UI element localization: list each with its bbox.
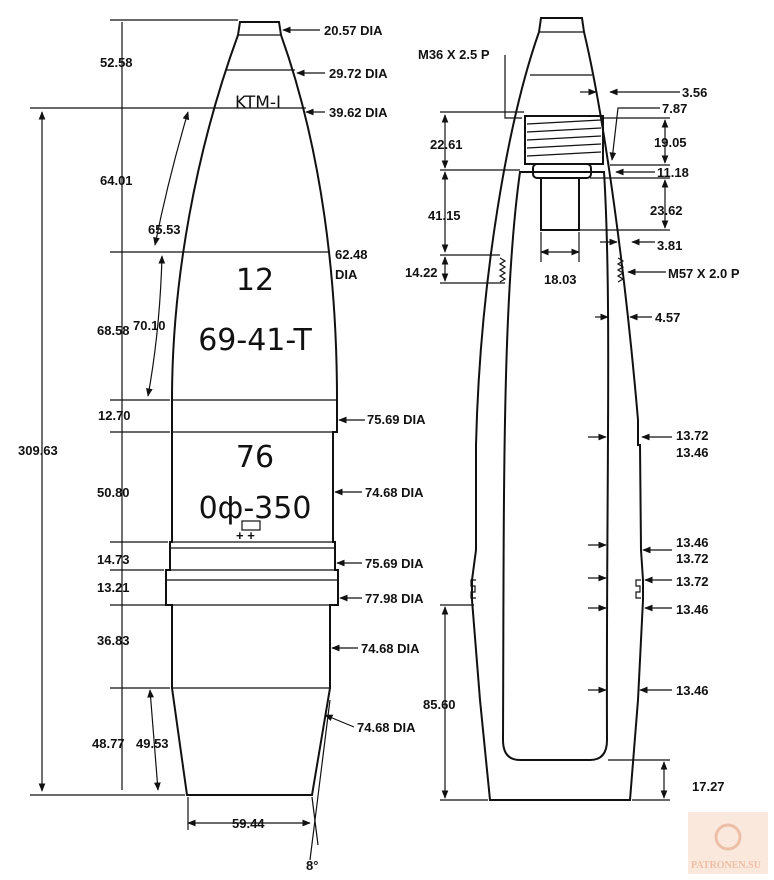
booster-tube: [540, 177, 580, 231]
wall-13-72-b: 13.72: [676, 551, 709, 566]
exterior-view: KTM-I 12 69-41-T 76 0ф-350 + + 52.58 64.…: [18, 19, 426, 873]
extension-lines: [30, 19, 238, 796]
wall-13-46-c: 13.46: [676, 602, 709, 617]
section-outline: [471, 17, 644, 801]
dim-3-56: 3.56: [682, 85, 707, 100]
wall-13-46-a: 13.46: [676, 445, 709, 460]
dim-14-73: 14.73: [97, 552, 130, 567]
dim-36-83: 36.83: [97, 633, 130, 648]
marking-lot: 69-41-T: [198, 323, 312, 358]
projectile-outline: [165, 21, 339, 796]
section-view: M36 X 2.5 P 3.56 7.87 22.61 19.05 11.18 …: [405, 17, 740, 801]
dia-75-69-b: 75.69 DIA: [365, 556, 424, 571]
dim-65-53: 65.53: [148, 222, 181, 237]
wall-13-72-a: 13.72: [676, 428, 709, 443]
fuze-marking: KTM-I: [235, 93, 281, 113]
marking-76: 76: [236, 440, 274, 475]
wall-arrows: [588, 433, 672, 694]
dim-12-70: 12.70: [98, 408, 131, 423]
dia-20-57: 20.57 DIA: [324, 23, 383, 38]
wall-13-46-b: 13.46: [676, 535, 709, 550]
thread-right: [616, 257, 625, 283]
thread-left: [498, 257, 507, 283]
wall-13-46-d: 13.46: [676, 683, 709, 698]
dim-59-44: 59.44: [232, 816, 265, 831]
cavity-outline: [501, 171, 610, 761]
dim-70-10: 70.10: [133, 318, 166, 333]
dim-13-21: 13.21: [97, 580, 130, 595]
cross-marks: + +: [236, 528, 255, 543]
dim-3-81: 3.81: [657, 238, 682, 253]
dia-74-68-a: 74.68 DIA: [365, 485, 424, 500]
dim-52-58: 52.58: [100, 55, 133, 70]
thread-m57: M57 X 2.0 P: [668, 266, 740, 281]
marking-12: 12: [236, 263, 274, 298]
dim-19-05: 19.05: [654, 135, 687, 150]
dim-4-57: 4.57: [655, 310, 680, 325]
dia-77-98: 77.98 DIA: [365, 591, 424, 606]
dim-309-63: 309.63: [18, 443, 58, 458]
dim-49-53: 49.53: [136, 736, 169, 751]
dia-74-68-b: 74.68 DIA: [361, 641, 420, 656]
dia-62-48: 62.48: [335, 247, 368, 262]
thread-m36: M36 X 2.5 P: [418, 47, 490, 62]
dim-22-61: 22.61: [430, 137, 463, 152]
dim-17-27: 17.27: [692, 779, 725, 794]
dim-48-77: 48.77: [92, 736, 125, 751]
dim-7-87: 7.87: [662, 101, 687, 116]
section-dim-lines: [440, 55, 680, 801]
dia-75-69-a: 75.69 DIA: [367, 412, 426, 427]
dia-74-68-c: 74.68 DIA: [357, 720, 416, 735]
dim-14-22: 14.22: [405, 265, 438, 280]
wall-13-72-c: 13.72: [676, 574, 709, 589]
watermark-logo: PATRONEN.SU: [688, 812, 768, 874]
dim-50-80: 50.80: [97, 485, 130, 500]
thread-lines: [526, 119, 602, 157]
dia-39-62: 39.62 DIA: [329, 105, 388, 120]
diameter-leaders: [282, 26, 365, 728]
marking-type: 0ф-350: [199, 491, 312, 526]
dia-62-48-unit: DIA: [335, 267, 358, 282]
dim-11-18: 11.18: [657, 165, 689, 180]
dim-23-62: 23.62: [650, 203, 683, 218]
dim-68-58: 68.58: [97, 323, 130, 338]
svg-text:PATRONEN.SU: PATRONEN.SU: [691, 860, 761, 871]
stamp-mark: [241, 520, 261, 531]
dim-85-60: 85.60: [423, 697, 456, 712]
dim-18-03: 18.03: [544, 272, 577, 287]
dim-64-01: 64.01: [100, 173, 133, 188]
dim-angle-8: 8°: [306, 858, 318, 873]
dia-29-72: 29.72 DIA: [329, 66, 388, 81]
dim-41-15: 41.15: [428, 208, 461, 223]
